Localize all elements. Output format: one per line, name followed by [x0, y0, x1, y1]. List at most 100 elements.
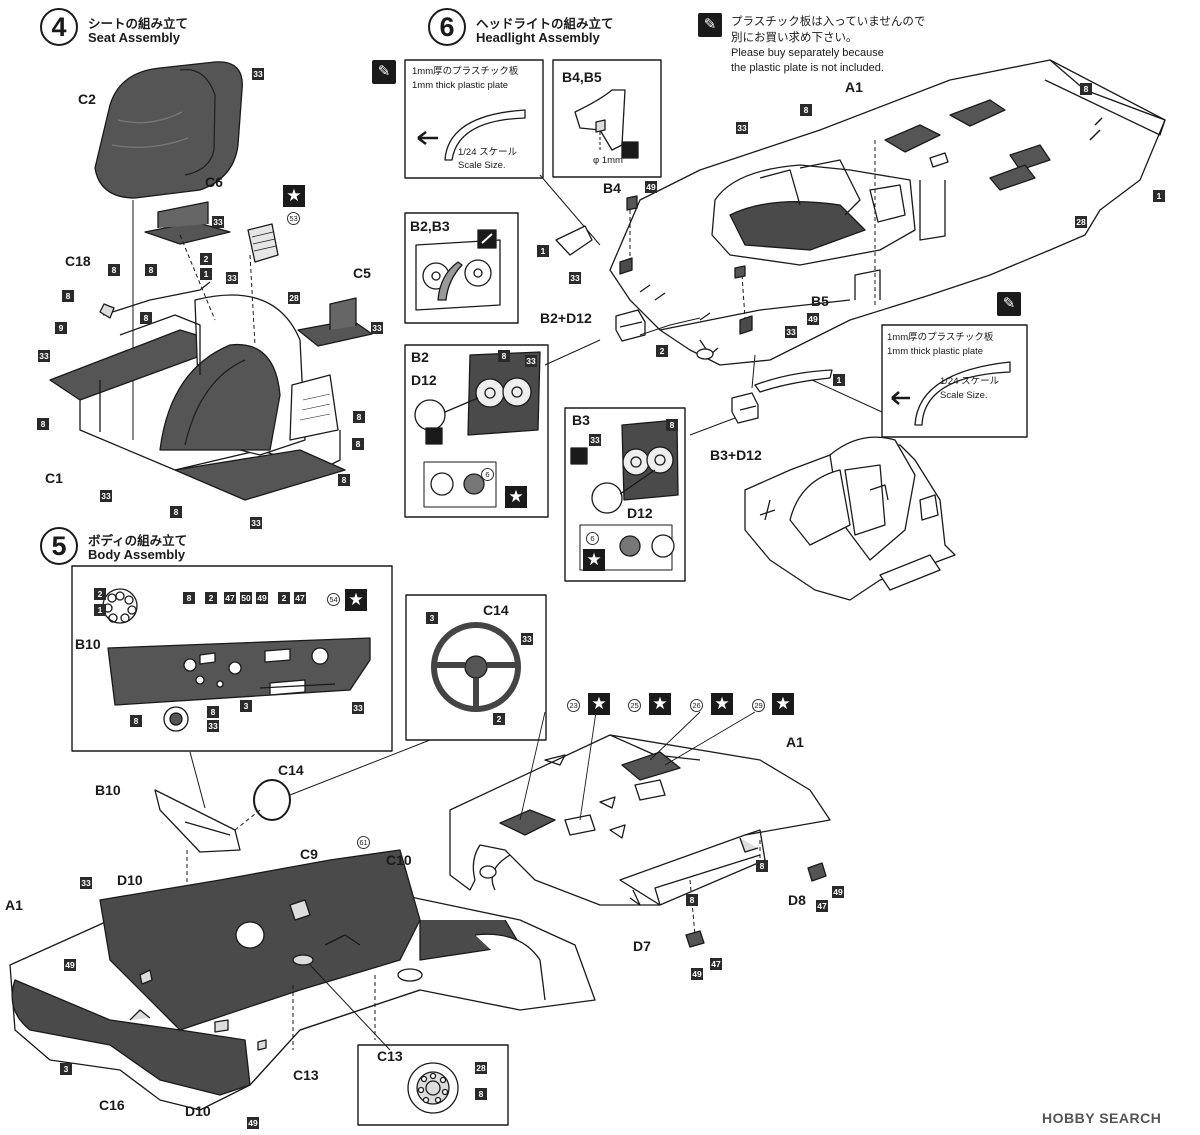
label-c16: C16	[99, 1097, 125, 1113]
label-d12-b2: D12	[411, 372, 437, 388]
decal-star-icon: ★	[588, 693, 610, 715]
color-number-badge: 1	[833, 374, 845, 386]
label-b2b3: B2,B3	[410, 218, 450, 234]
color-number-badge: 33	[252, 68, 264, 80]
color-number-badge: 33	[736, 122, 748, 134]
color-number-badge: 8	[338, 474, 350, 486]
step-5-title-jp: ボディの組み立て	[88, 533, 188, 548]
plate-note-jp-2: 別にお買い求め下さい。	[731, 30, 858, 44]
decal-number-badge: 6	[586, 532, 599, 545]
color-number-badge: 28	[475, 1062, 487, 1074]
plate-box-jp: 1mm厚のプラスチック板	[412, 66, 519, 77]
color-number-badge: 47	[224, 592, 236, 604]
color-number-badge: 33	[521, 633, 533, 645]
seat-c6	[144, 201, 231, 245]
decal-number-badge: 23	[567, 699, 580, 712]
color-number-badge: 33	[785, 326, 797, 338]
label-c5: C5	[353, 265, 371, 281]
label-d10-top: D10	[117, 872, 143, 888]
color-number-badge: 1	[537, 245, 549, 257]
color-number-badge: 50	[240, 592, 252, 604]
color-number-badge: 8	[475, 1088, 487, 1100]
color-number-badge: 2	[94, 588, 106, 600]
decal-number-badge: 61	[357, 836, 370, 849]
plate-box-scale-en: Scale Size.	[458, 160, 506, 171]
color-number-badge: 28	[288, 292, 300, 304]
decal-number-badge: 53	[287, 212, 300, 225]
color-number-badge: 33	[100, 490, 112, 502]
color-number-badge: 1	[1153, 190, 1165, 202]
color-number-badge: 47	[294, 592, 306, 604]
decal-number-badge: 25	[628, 699, 641, 712]
color-number-badge: 2	[493, 713, 505, 725]
label-c1: C1	[45, 470, 63, 486]
step-5-number: 5	[40, 527, 78, 565]
color-number-badge: 33	[569, 272, 581, 284]
label-c2: C2	[78, 91, 96, 107]
label-d12-b3: D12	[627, 505, 653, 521]
color-number-badge: 33	[352, 702, 364, 714]
color-number-badge: 49	[832, 886, 844, 898]
plate-box2-jp: 1mm厚のプラスチック板	[887, 332, 994, 343]
color-number-badge: 33	[525, 355, 537, 367]
label-b2: B2	[411, 349, 429, 365]
decal-star-icon: ★	[283, 185, 305, 207]
seat-part-53	[247, 223, 279, 263]
decal-number-badge: 6	[481, 468, 494, 481]
label-a1-chassis: A1	[5, 897, 23, 913]
car-body-a1	[609, 59, 1166, 366]
color-number-badge: 8	[207, 706, 219, 718]
color-number-badge: 47	[710, 958, 722, 970]
color-number-badge: 49	[691, 968, 703, 980]
color-number-badge: 1	[94, 604, 106, 616]
label-b3d12: B3+D12	[710, 447, 762, 463]
color-number-badge: 49	[247, 1117, 259, 1129]
color-number-badge: 8	[62, 290, 74, 302]
label-d8: D8	[788, 892, 806, 908]
plate-note-jp-1: プラスチック板は入っていませんので	[731, 14, 926, 28]
color-number-badge: 33	[589, 434, 601, 446]
color-number-badge: 8	[170, 506, 182, 518]
color-number-badge: 8	[145, 264, 157, 276]
color-number-badge: 33	[250, 517, 262, 529]
label-b10-small: B10	[95, 782, 121, 798]
color-number-badge: 8	[800, 104, 812, 116]
color-number-badge: 8	[183, 592, 195, 604]
caution-icon: ✎	[997, 292, 1021, 316]
decal-number-badge: 29	[752, 699, 765, 712]
color-number-badge: 49	[64, 959, 76, 971]
b2b3-small-box	[404, 212, 519, 324]
color-number-badge: 8	[756, 860, 768, 872]
upper-body-a1	[449, 734, 831, 906]
plastic-plate-box-bottom	[881, 324, 1028, 438]
chassis-assembled-view	[744, 436, 956, 601]
step-6-title-en: Headlight Assembly	[476, 30, 600, 45]
plate-box2-scale-jp: 1/24 スケール	[940, 376, 1000, 387]
label-b4b5: B4,B5	[562, 69, 602, 85]
label-b3: B3	[572, 412, 590, 428]
label-c6: C6	[205, 174, 223, 190]
plate-box2-scale-en: Scale Size.	[940, 390, 988, 401]
color-number-badge: 8	[352, 438, 364, 450]
color-number-badge: 2	[200, 253, 212, 265]
color-number-badge: 3	[240, 700, 252, 712]
color-number-badge: 49	[256, 592, 268, 604]
color-number-badge: 3	[426, 612, 438, 624]
decal-star-icon: ★	[345, 589, 367, 611]
plate-box2-en: 1mm thick plastic plate	[887, 346, 984, 357]
color-number-badge: 8	[130, 715, 142, 727]
step-6-title-jp: ヘッドライトの組み立て	[476, 16, 614, 31]
label-c18: C18	[65, 253, 91, 269]
color-number-badge: 33	[371, 322, 383, 334]
label-c13: C13	[293, 1067, 319, 1083]
label-c14: C14	[483, 602, 509, 618]
b3-detail-box	[564, 407, 686, 582]
label-c9: C9	[300, 846, 318, 862]
label-d7: D7	[633, 938, 651, 954]
label-c13-detail: C13	[377, 1048, 403, 1064]
step-4-title-en: Seat Assembly	[88, 30, 181, 45]
color-number-badge: 49	[807, 313, 819, 325]
color-number-badge: 33	[80, 877, 92, 889]
label-b5: B5	[811, 293, 829, 309]
